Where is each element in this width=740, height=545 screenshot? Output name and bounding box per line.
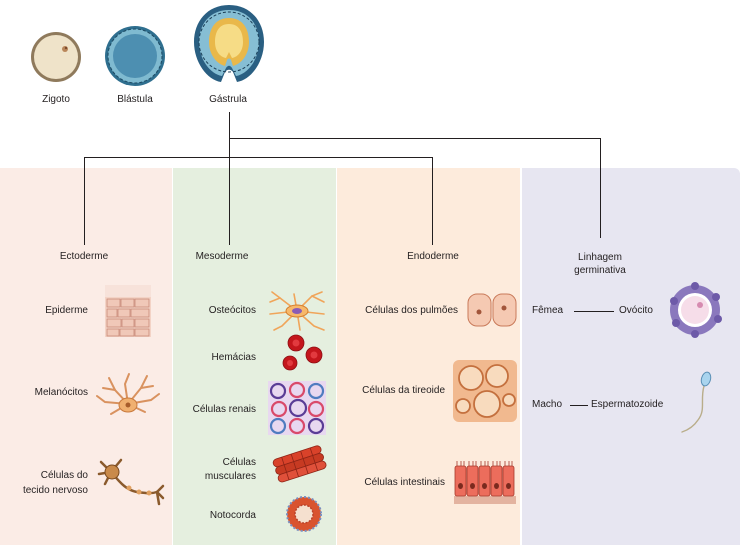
endoderme-item-pulmoes: Células dos pulmões <box>365 305 458 316</box>
germinativa-panel <box>522 168 740 545</box>
ectoderme-item-tecido-line1: Células do <box>40 470 88 481</box>
connector-germinativa <box>600 138 601 238</box>
ectoderme-title: Ectoderme <box>59 251 109 262</box>
endoderme-item-tireoide: Células da tireoide <box>362 385 445 396</box>
ectoderme-panel <box>0 168 172 545</box>
blastula-illustration <box>105 26 165 86</box>
connector-ectoderme <box>84 157 85 245</box>
osteocyte-illustration <box>269 291 325 331</box>
mesoderme-item-musculares-line1: Células <box>222 457 256 468</box>
mesoderme-title: Mesoderme <box>195 251 249 262</box>
red-blood-cells-illustration <box>282 334 323 371</box>
germinativa-title-line2: germinativa <box>574 265 626 276</box>
sperm-illustration <box>681 371 712 433</box>
zygote-illustration <box>31 32 81 82</box>
epidermis-illustration <box>105 285 151 337</box>
germinativa-femea-label: Fêmea <box>532 305 564 316</box>
germinativa-espermatozoide-label: Espermatozoide <box>591 399 664 410</box>
connector-horizontal-main <box>84 157 432 158</box>
connector-mesoderme <box>229 157 230 245</box>
endoderme-title: Endoderme <box>407 251 459 262</box>
mesoderme-item-musculares-line2: musculares <box>204 471 256 482</box>
mesoderme-item-renais: Células renais <box>192 404 256 415</box>
stage-label-gastrula: Gástrula <box>209 94 247 105</box>
macho-espermatozoide-connector <box>570 405 588 406</box>
mesoderme-item-notocorda: Notocorda <box>209 510 256 521</box>
oocyte-illustration <box>670 282 722 338</box>
muscle-cells-illustration <box>272 445 327 483</box>
ectoderme-item-melanocitos: Melanócitos <box>34 387 88 398</box>
kidney-cells-illustration <box>268 381 326 435</box>
stage-label-blastula: Blástula <box>117 94 153 105</box>
ectoderme-item-tecido-line2: tecido nervoso <box>22 485 88 496</box>
germinativa-macho-label: Macho <box>532 399 563 410</box>
melanocyte-illustration <box>96 373 160 415</box>
endoderme-item-intestinais: Células intestinais <box>364 477 445 488</box>
mesoderme-item-hemacias: Hemácias <box>211 352 256 363</box>
germinativa-ovocito-label: Ovócito <box>619 305 653 316</box>
connector-gastrula-down <box>229 112 230 157</box>
mesoderme-item-osteocitos: Osteócitos <box>208 305 256 316</box>
notochord-illustration <box>286 496 322 532</box>
gastrula-illustration <box>194 5 264 82</box>
lung-cells-illustration <box>467 293 517 327</box>
germinativa-title-line1: Linhagem <box>578 252 622 263</box>
connector-horizontal-top <box>229 138 600 139</box>
stage-label-zigoto: Zigoto <box>42 94 70 105</box>
thyroid-cells-illustration <box>453 360 517 422</box>
neuron-illustration <box>97 458 165 506</box>
femea-ovocito-connector <box>574 311 614 312</box>
intestinal-cells-illustration <box>454 461 516 504</box>
connector-endoderme <box>432 157 433 245</box>
ectoderme-item-epiderme: Epiderme <box>45 305 88 316</box>
